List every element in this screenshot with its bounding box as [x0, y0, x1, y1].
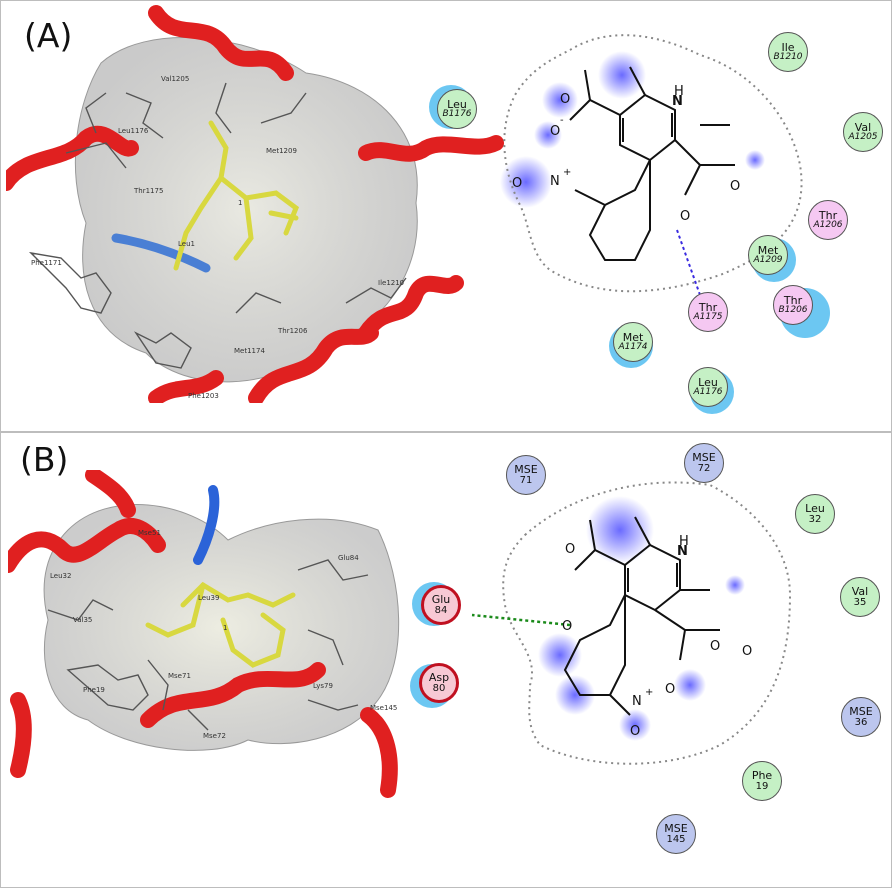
panel-b-ligand-skeleton — [563, 516, 720, 716]
b-struct-label-9: Glu84 — [338, 554, 359, 562]
panel-b-sidechains — [47, 559, 369, 731]
b-struct-label-1: Leu32 — [50, 572, 71, 580]
panel-b-o3: O — [710, 639, 720, 654]
a-struct-label-3: Thr1175 — [133, 187, 163, 195]
panel-a-sidechains — [28, 82, 407, 369]
panel-a-plus: + — [563, 167, 571, 178]
panel-a-solvent-blobs — [500, 51, 765, 208]
panel-a-helices — [6, 5, 504, 403]
panel-b-ligand — [145, 581, 296, 668]
panel-b-helices — [8, 470, 398, 798]
panel-a-nh-atom: N — [672, 94, 683, 109]
a-struct-label-8: Phe1203 — [188, 392, 219, 400]
b-struct-label-6: Mse72 — [203, 732, 226, 740]
b-struct-label-7: Lys79 — [313, 682, 333, 690]
panel-b-o2: O — [562, 619, 572, 634]
panel-b-plus: + — [645, 687, 653, 698]
panel-b-solvent-blobs — [538, 496, 745, 741]
panel-b-o4: O — [742, 644, 752, 659]
b-struct-label-0: Mse51 — [138, 529, 161, 537]
panel-a-n-nitro: N — [550, 174, 560, 189]
b-struct-label-4: Phe19 — [83, 686, 105, 694]
panel-b-o5: O — [665, 682, 675, 697]
panel-b-hbond-glu84 — [471, 613, 571, 627]
panel-b-n-nitro: N — [632, 694, 642, 709]
panel-a-o1: O — [560, 92, 570, 107]
panel-a-pocket-outline — [503, 34, 803, 293]
a-struct-label-10: 1 — [238, 199, 242, 207]
panel-b-structure-view: Mse51 Leu32 Val35 Leu39 Phe19 Mse71 Mse7… — [8, 470, 400, 798]
panel-b-nh-h: H — [679, 534, 689, 549]
panel-a-ligand — [173, 120, 300, 271]
panel-b-o1: O — [565, 542, 575, 557]
a-struct-label-5: Ile1210 — [378, 279, 404, 287]
panel-a-minus: - — [560, 115, 564, 126]
a-struct-label-6: Thr1206 — [277, 327, 308, 335]
panel-a-o5: O — [730, 179, 740, 194]
a-struct-label-4: Phe1171 — [31, 259, 62, 267]
panel-a-interaction-diagram: N H O O N O O O + - — [500, 34, 803, 296]
panel-b-label: (B) — [20, 440, 69, 479]
panel-b-interaction-diagram: N H O O O O N O O + — [471, 481, 792, 765]
b-struct-label-8: Mse145 — [370, 704, 397, 712]
a-struct-label-2: Met1209 — [266, 147, 297, 155]
a-struct-label-1: Leu1176 — [118, 127, 149, 135]
panel-a-structure-view: Val1205 Leu1176 Met1209 Thr1175 Phe1171 … — [6, 5, 504, 403]
panel-a-o3: O — [512, 176, 522, 191]
a-struct-label-9: Leu1 — [178, 240, 195, 248]
panel-b-nh-atom: N — [677, 544, 688, 559]
panel-b-o6: O — [630, 724, 640, 739]
b-struct-label-3: Leu39 — [198, 594, 219, 602]
panel-a-ligand-skeleton — [569, 66, 735, 261]
b-struct-label-2: Val35 — [73, 616, 92, 624]
panel-a-nh-h: H — [674, 84, 684, 99]
panel-a-o4: O — [680, 209, 690, 224]
a-struct-label-0: Val1205 — [161, 75, 189, 83]
a-struct-label-7: Met1174 — [234, 347, 265, 355]
panel-a-label: (A) — [24, 16, 73, 55]
panel-a-o2: O — [550, 124, 560, 139]
b-struct-label-5: Mse71 — [168, 672, 191, 680]
b-struct-label-10: 1 — [223, 624, 227, 632]
